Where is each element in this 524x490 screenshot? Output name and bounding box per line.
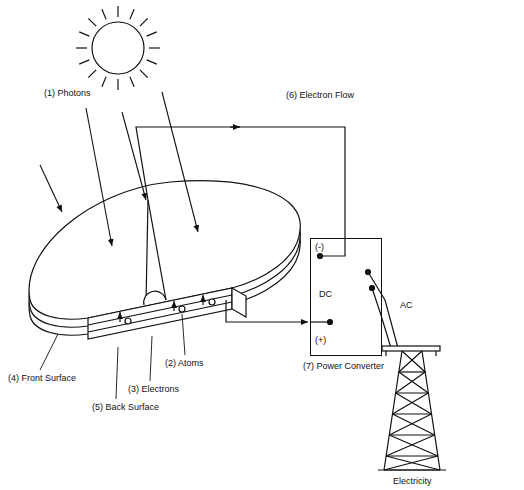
tower-strut <box>389 435 438 456</box>
sun-ray <box>130 9 134 19</box>
tower-strut <box>396 372 426 393</box>
sun-ray <box>147 32 157 36</box>
tower-strut <box>392 413 431 414</box>
tower-strut <box>399 372 429 393</box>
sun-ray <box>130 77 134 87</box>
sun-ray <box>88 70 96 78</box>
tower-strut <box>399 351 422 372</box>
tower-strut <box>384 456 438 470</box>
sun-ray <box>140 18 148 26</box>
caption-label: Electricity <box>393 476 432 487</box>
callout-label: (3) Electrons <box>128 384 179 395</box>
callout-label: (4) Front Surface <box>8 373 76 384</box>
current-label: DC <box>319 289 332 300</box>
solar-cell-disk <box>29 181 300 339</box>
tower-strut <box>396 393 432 414</box>
terminal-label: (-) <box>315 242 324 253</box>
tower-strut <box>386 455 438 456</box>
sun-ray <box>117 6 118 17</box>
sun-ray <box>147 60 157 64</box>
tower-strut <box>399 371 425 372</box>
tower-strut <box>396 392 429 393</box>
tower-strut <box>384 469 440 470</box>
tower-strut <box>389 414 431 435</box>
tower-strut <box>389 434 434 435</box>
callout-label: (1) Photons <box>44 88 91 99</box>
sun-ray <box>88 18 96 26</box>
leader-lines <box>40 314 185 399</box>
callout-label: (2) Atoms <box>165 358 204 369</box>
power-converter-box: (-)DC(+)(7) Power Converter <box>310 238 382 356</box>
tower-strut <box>402 351 425 372</box>
tower-strut <box>392 393 428 414</box>
sun-ray <box>140 70 148 78</box>
callout-label: (5) Back Surface <box>92 402 159 413</box>
tower-strut <box>386 435 435 456</box>
sun-ray <box>102 77 106 87</box>
terminal-label: (+) <box>315 335 326 346</box>
sun <box>76 6 160 90</box>
callout-label: (6) Electron Flow <box>286 90 354 101</box>
sun-ray <box>76 47 87 48</box>
tower-strut <box>392 414 434 435</box>
sun-ray <box>79 60 89 64</box>
transmission-tower <box>378 346 446 470</box>
sun-ray <box>117 79 118 90</box>
sun-ray <box>79 32 89 36</box>
photon-arrows <box>40 92 198 246</box>
sun-ray <box>149 47 160 48</box>
component-label: (7) Power Converter <box>303 361 384 372</box>
signal-label: AC <box>400 300 413 311</box>
sun-ray <box>102 9 106 19</box>
